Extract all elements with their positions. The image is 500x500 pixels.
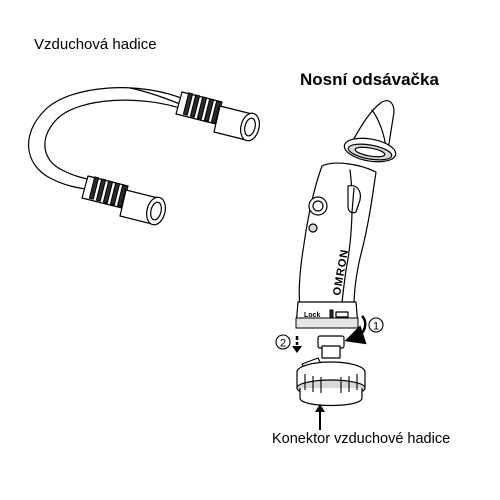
nasal-aspirator-illustration: 1 2: [275, 100, 397, 430]
air-hose-label: Vzduchová hadice: [34, 36, 157, 53]
hose-lower-connector: [81, 175, 166, 226]
step-2-badge: 2: [275, 334, 291, 350]
hose-connector-label: Konektor vzduchové hadice: [272, 431, 451, 447]
down-arrow-icon: [292, 336, 302, 353]
rotation-arrow-icon: [344, 315, 367, 345]
hose-upper-connector: [175, 91, 260, 142]
nasal-aspirator-title: Nosní odsávačka: [300, 70, 439, 89]
svg-text:1: 1: [373, 321, 379, 333]
hose-connector-piece: [296, 335, 366, 407]
lock-label: Lock: [304, 312, 320, 319]
air-hose-illustration: [28, 87, 260, 226]
aspirator-body: [298, 162, 377, 309]
svg-text:2: 2: [280, 338, 286, 350]
nozzle-tip: [343, 100, 397, 163]
step-1-badge: 1: [368, 317, 384, 333]
pointer-arrow-icon: [315, 404, 325, 430]
